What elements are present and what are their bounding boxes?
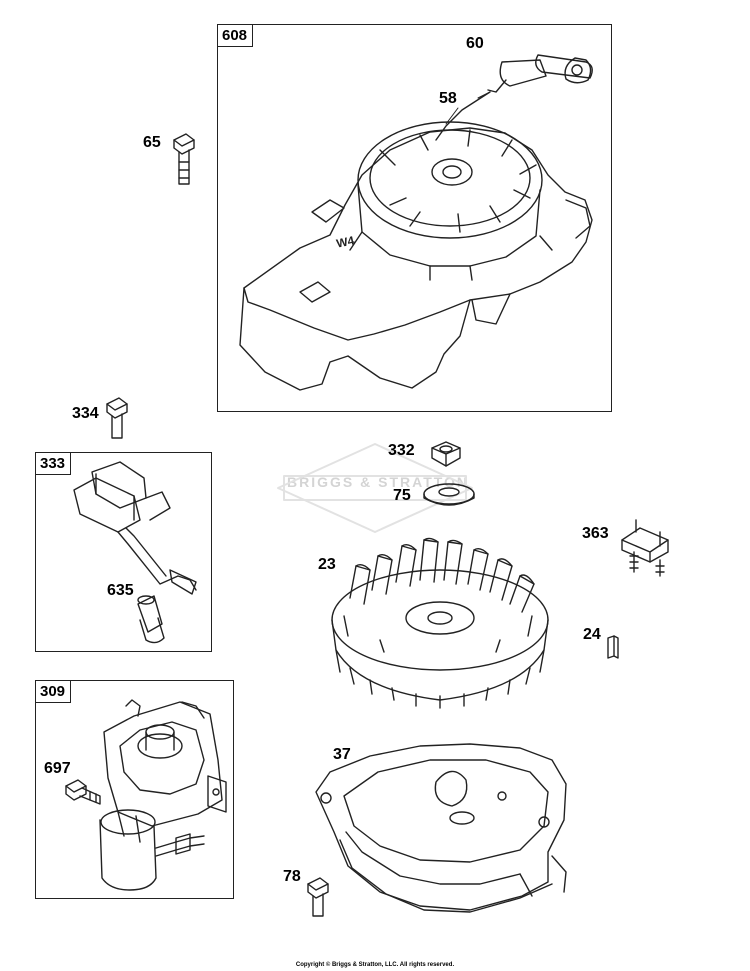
- bolt-697-part: [65, 779, 101, 805]
- nut-332-part: [431, 441, 461, 467]
- group-box-333: 333: [35, 452, 212, 652]
- flywheel-part: [331, 537, 549, 709]
- bolt-78-part: [307, 877, 329, 917]
- brand-watermark: BRIGGS & STRATTON: [287, 474, 470, 490]
- washer-75-part: [423, 483, 475, 506]
- callout-75: 75: [393, 487, 411, 504]
- callout-24: 24: [583, 626, 601, 643]
- air-guide-part: [315, 743, 567, 913]
- callout-23: 23: [318, 556, 336, 573]
- group-label-608: 608: [218, 25, 254, 47]
- flywheel-key-part: [607, 635, 619, 659]
- callout-58: 58: [439, 90, 457, 107]
- starter-rope-part: [435, 91, 491, 141]
- callout-37: 37: [333, 746, 351, 763]
- group-box-608: 608: [217, 24, 612, 412]
- callout-363: 363: [582, 525, 609, 542]
- ignition-armature-part: [73, 461, 197, 595]
- group-label-309: 309: [36, 681, 72, 703]
- bolt-334-part: [106, 397, 128, 439]
- leader-lines: [445, 91, 491, 125]
- callout-65: 65: [143, 134, 161, 151]
- bracket-363-part: [621, 519, 669, 577]
- group-label-333: 333: [36, 453, 72, 475]
- group-box-309: 309: [35, 680, 234, 899]
- callout-60: 60: [466, 35, 484, 52]
- callout-697: 697: [44, 760, 71, 777]
- callout-635: 635: [107, 582, 134, 599]
- starter-motor-part: [99, 699, 227, 891]
- svg-text:W4: W4: [335, 233, 356, 251]
- blower-housing-part: W4: [239, 121, 593, 391]
- spark-plug-boot-part: [137, 595, 165, 644]
- callout-334: 334: [72, 405, 99, 422]
- starter-handle-part: [487, 54, 593, 93]
- callout-78: 78: [283, 868, 301, 885]
- copyright-notice: Copyright © Briggs & Stratton, LLC. All …: [295, 962, 455, 968]
- callout-332: 332: [388, 442, 415, 459]
- bolt-65-part: [173, 133, 195, 185]
- watermark-outline: [277, 443, 473, 533]
